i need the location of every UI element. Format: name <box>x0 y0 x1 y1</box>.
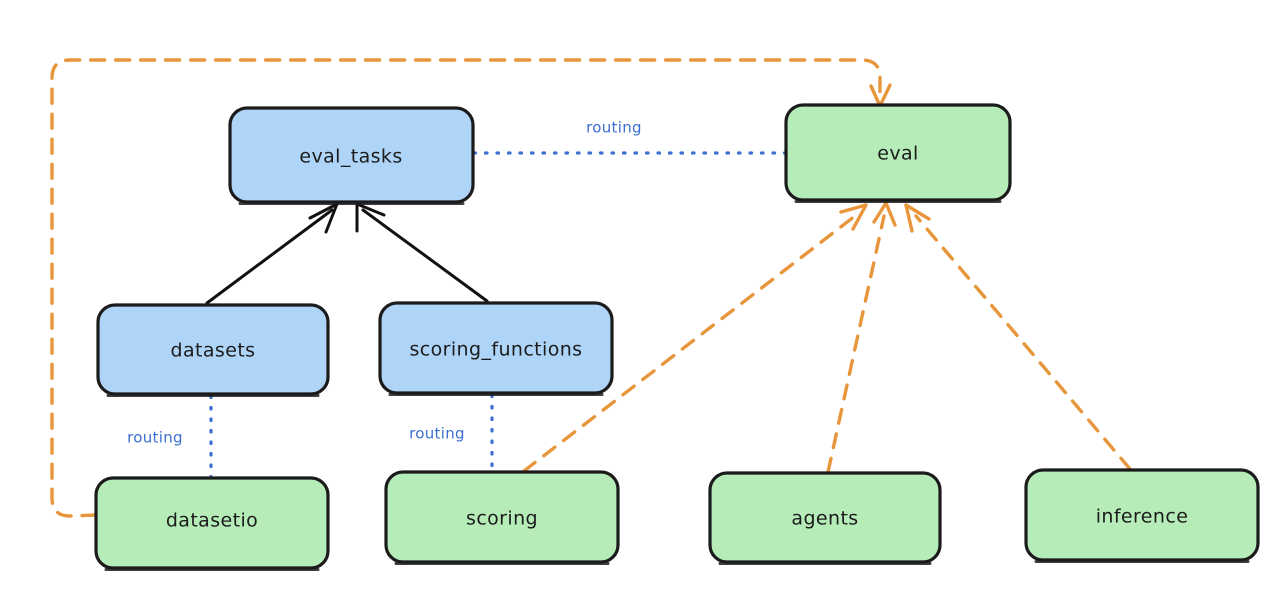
node-label-scoring: scoring <box>466 508 538 530</box>
edge-scoring-to-eval <box>522 203 868 473</box>
edge-datasets-to-datasetio: routing <box>127 394 213 479</box>
edge-agents-to-eval <box>826 201 897 474</box>
edge-label-routing-eval: routing <box>586 119 642 137</box>
node-datasetio[interactable]: datasetio <box>94 476 330 571</box>
node-agents[interactable]: agents <box>708 471 942 565</box>
node-eval[interactable]: eval <box>784 103 1012 203</box>
edge-label-routing-datasetio: routing <box>127 429 183 447</box>
edge-scoring-functions-to-eval-tasks <box>355 202 489 303</box>
edge-eval-tasks-to-eval: routing <box>472 119 787 155</box>
node-label-eval: eval <box>877 143 918 165</box>
node-scoring[interactable]: scoring <box>384 470 620 565</box>
edge-label-routing-scoring: routing <box>409 425 465 443</box>
node-label-inference: inference <box>1096 506 1189 528</box>
edge-datasets-to-eval-tasks <box>205 202 339 305</box>
node-inference[interactable]: inference <box>1024 468 1260 563</box>
node-label-eval-tasks: eval_tasks <box>299 146 402 168</box>
node-label-datasets: datasets <box>171 340 256 362</box>
node-label-scoring-functions: scoring_functions <box>410 339 583 361</box>
node-label-agents: agents <box>791 508 858 530</box>
node-scoring-functions[interactable]: scoring_functions <box>378 301 614 396</box>
node-eval-tasks[interactable]: eval_tasks <box>228 106 475 205</box>
edge-scoring-functions-to-scoring: routing <box>409 393 494 473</box>
edge-inference-to-eval <box>904 203 1132 471</box>
node-datasets[interactable]: datasets <box>96 303 330 397</box>
node-label-datasetio: datasetio <box>166 510 258 532</box>
